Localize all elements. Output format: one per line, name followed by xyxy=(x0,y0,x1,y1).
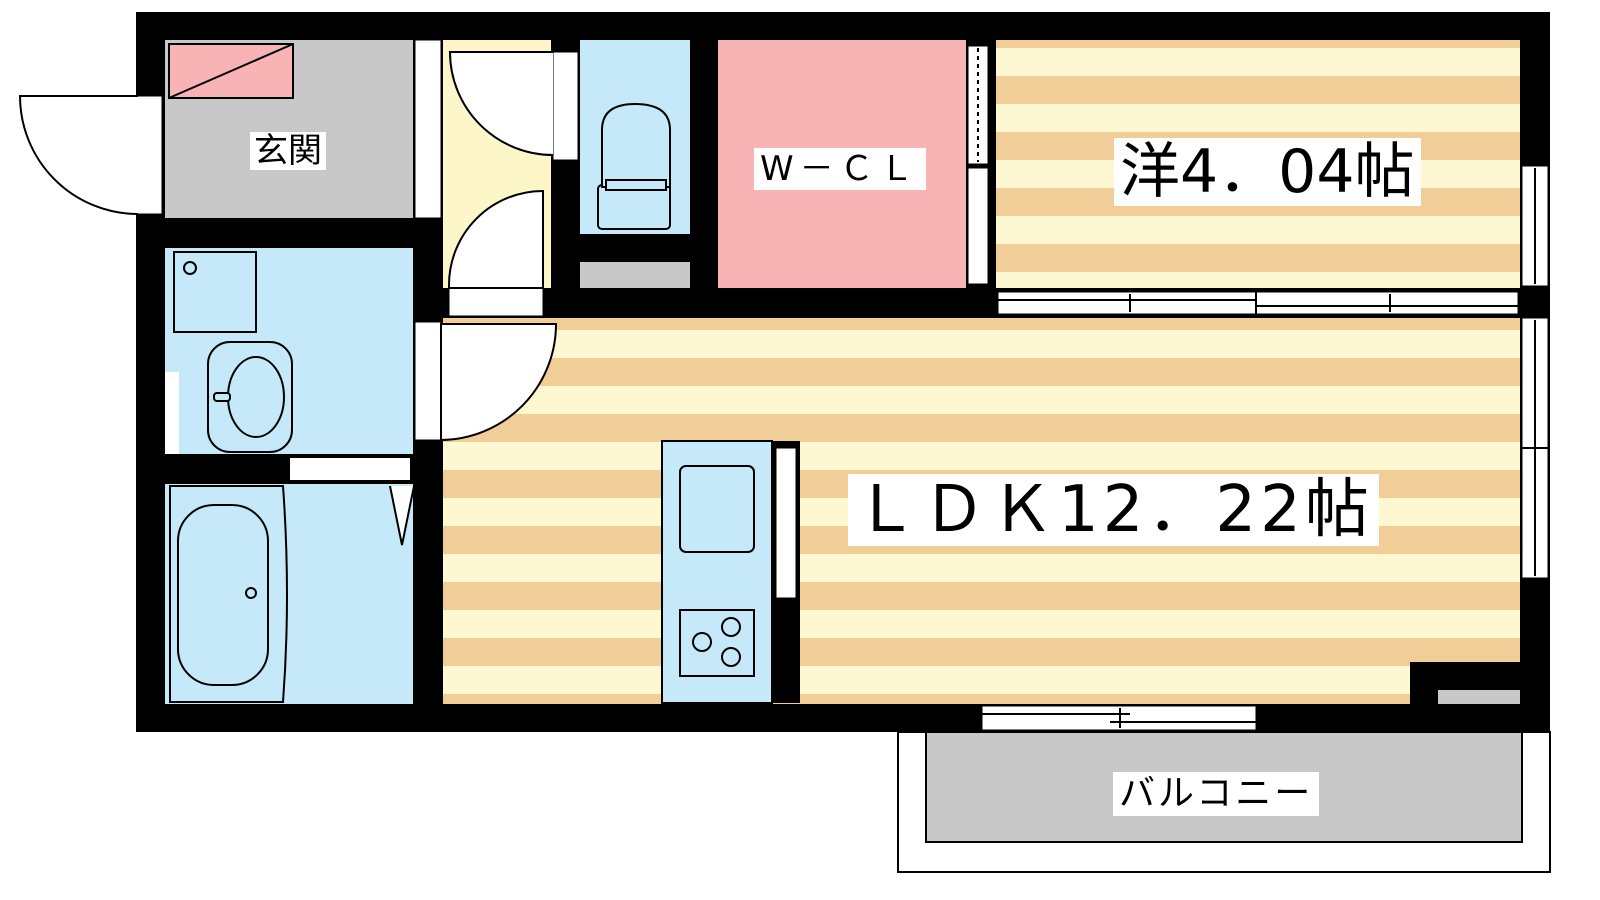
toilet-door-opening xyxy=(552,51,579,161)
western-room-label: 洋4．04帖 xyxy=(1114,138,1421,206)
corner-shelf xyxy=(1438,690,1520,704)
walk-in-closet-label: W－ＣＬ xyxy=(754,148,926,190)
toilet-shelf xyxy=(580,262,690,288)
ldk-door-swing xyxy=(440,323,558,442)
toilet-tank xyxy=(597,184,671,230)
washbasin-faucet xyxy=(213,392,231,402)
ldk-label: ＬＤＫ12．22帖 xyxy=(848,474,1379,546)
bathtub-inner xyxy=(177,504,269,686)
entrance-label: 玄関 xyxy=(250,132,326,170)
balcony-label: バルコニー xyxy=(1113,772,1320,816)
toilet-seat xyxy=(605,179,667,191)
kitchen-window xyxy=(775,447,797,599)
toilet-bowl xyxy=(601,102,671,188)
washroom-side-wall xyxy=(165,372,179,454)
toilet-door-swing xyxy=(448,51,554,156)
balcony-window-lines xyxy=(982,708,1256,728)
washbasin-bowl xyxy=(227,356,285,438)
closet-door-lower xyxy=(967,167,989,285)
shoe-cabinet-diagonal xyxy=(168,43,294,99)
washroom-door-opening xyxy=(448,287,544,317)
entrance-door-swing xyxy=(18,95,139,215)
kitchen-sink xyxy=(679,465,755,553)
entrance-door-opening xyxy=(135,95,163,215)
sliding-door-lines xyxy=(998,292,1518,314)
kitchen-stove xyxy=(679,609,755,677)
ldk-door-opening xyxy=(414,321,442,441)
stove-burners xyxy=(692,617,741,667)
bath-folding-door xyxy=(389,485,415,546)
bathroom-door-opening xyxy=(290,458,410,480)
drain-icon xyxy=(183,261,197,275)
entrance-corridor-opening xyxy=(414,39,442,219)
bathtub-drain-icon xyxy=(245,587,257,599)
western-sliding-door xyxy=(997,291,1519,315)
washroom-door-swing xyxy=(448,189,544,289)
washing-machine-pan xyxy=(173,251,257,333)
